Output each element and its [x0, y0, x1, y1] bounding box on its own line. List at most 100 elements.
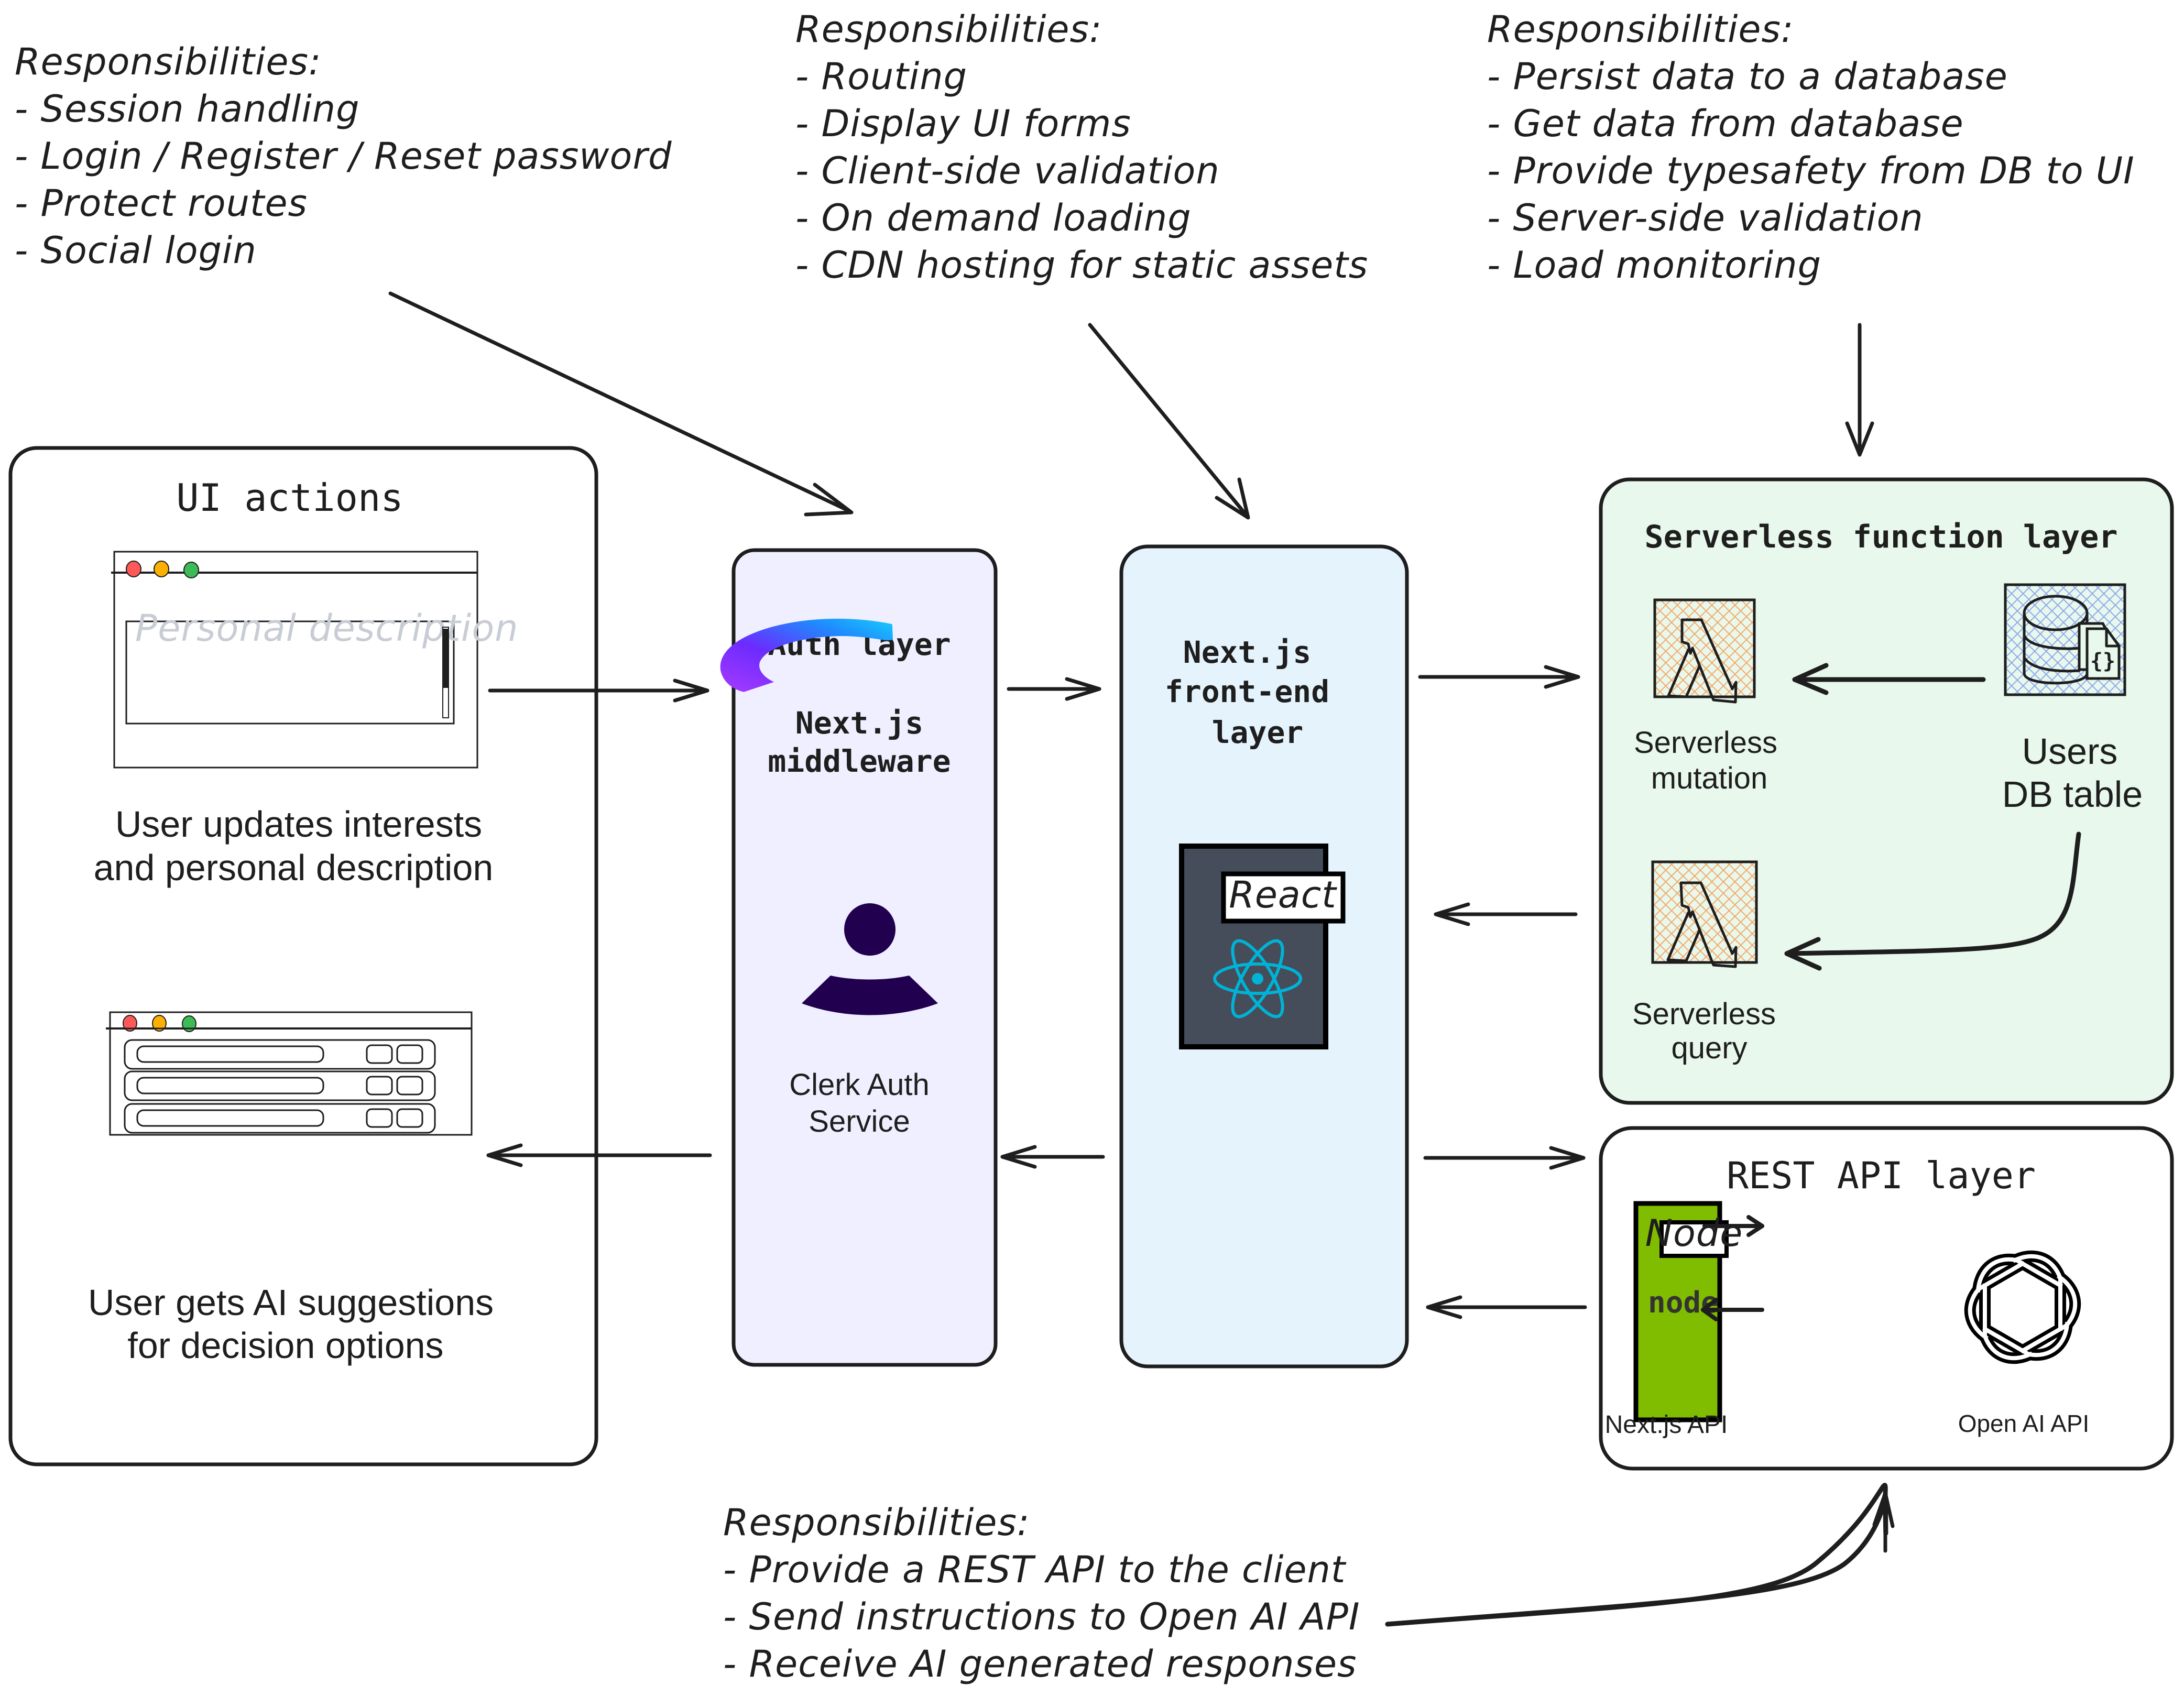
- window-close-dot: [126, 561, 141, 577]
- note-item: - On demand loading: [795, 196, 1192, 239]
- serverless-mutation-node: Serverless mutation: [1634, 598, 1777, 795]
- note-auth-responsibilities: Responsibilities: - Session handling - L…: [15, 40, 672, 272]
- arrow-db-to-query: [1784, 831, 2081, 971]
- panel-title: Next.js: [1183, 634, 1311, 670]
- suggestion-row[interactable]: [124, 1039, 436, 1070]
- node-label: Users: [2022, 731, 2118, 772]
- arrow-auth-to-ui: [486, 1143, 712, 1167]
- node-label: Serverless: [1632, 997, 1776, 1031]
- note-item: - Session handling: [15, 87, 360, 130]
- scrollbar-thumb[interactable]: [443, 629, 448, 688]
- note-item: - Client-side validation: [795, 149, 1220, 192]
- suggestion-action-button[interactable]: [366, 1076, 393, 1096]
- users-db-node: {} Users DB table: [2002, 583, 2143, 815]
- caption-suggestions: for decision options: [127, 1325, 443, 1366]
- arrow-frontend-to-serverless: [1418, 665, 1580, 689]
- node-label: DB table: [2002, 774, 2143, 815]
- note-item: - Social login: [15, 229, 257, 272]
- note-item: - Display UI forms: [795, 102, 1131, 145]
- book-label: Node: [1645, 1212, 1743, 1255]
- suggestion-action-button[interactable]: [396, 1044, 423, 1064]
- serverless-query-node: Serverless query: [1632, 860, 1776, 1065]
- window-close-dot: [123, 1015, 137, 1032]
- suggestion-text-field: [136, 1045, 324, 1063]
- arrow-note-to-rest: [1385, 1483, 1895, 1627]
- note-item: - Get data from database: [1487, 102, 1964, 145]
- frontend-layer-panel: Next.js front-end layer React: [1119, 544, 1409, 1368]
- arrow-openai-to-node: [1701, 1298, 1764, 1321]
- openai-logo-icon: [1964, 1250, 2081, 1364]
- note-heading: Responsibilities:: [15, 40, 322, 83]
- arrow-auth-to-frontend: [1007, 677, 1101, 701]
- note-heading: Responsibilities:: [723, 1501, 1030, 1544]
- rest-api-layer-panel: REST API layer Node node Next.js API: [1599, 1126, 2174, 1471]
- note-item: - Send instructions to Open AI API: [723, 1595, 1360, 1638]
- react-book-icon: React: [1179, 844, 1346, 1049]
- service-label: Clerk Auth: [789, 1068, 930, 1102]
- arrow-ui-to-auth: [488, 678, 709, 703]
- note-rest-responsibilities: Responsibilities: - Provide a REST API t…: [723, 1501, 1360, 1685]
- arrow-node-to-openai: [1702, 1215, 1764, 1237]
- personal-description-textarea[interactable]: Personal description: [125, 607, 519, 725]
- note-item: - CDN hosting for static assets: [795, 244, 1368, 287]
- panel-title: REST API layer: [1727, 1154, 2036, 1197]
- arrow-serverless-to-frontend: [1434, 902, 1578, 926]
- auth-layer-panel: Auth layer Next.js middleware Clerk Auth…: [720, 548, 998, 1367]
- panel-title: layer: [1212, 715, 1304, 750]
- note-heading: Responsibilities:: [795, 8, 1102, 51]
- node-label: mutation: [1651, 761, 1767, 795]
- suggestions-window: [106, 1011, 473, 1136]
- node-label: Next.js API: [1605, 1411, 1728, 1439]
- json-file-icon: {}: [2078, 622, 2121, 680]
- window-minimize-dot: [154, 561, 169, 577]
- note-heading: Responsibilities:: [1487, 8, 1794, 51]
- arrow-note-to-frontend: [1088, 323, 1250, 520]
- lambda-icon: [1667, 618, 1738, 704]
- suggestion-text-field: [136, 1109, 324, 1127]
- react-atom-icon: [1213, 939, 1302, 1019]
- panel-subtitle: middleware: [768, 743, 951, 779]
- suggestion-action-button[interactable]: [396, 1108, 423, 1128]
- arrow-db-to-mutation: [1792, 663, 1986, 695]
- arrow-note-to-auth: [388, 291, 854, 517]
- caption-update: User updates interests: [115, 804, 482, 845]
- note-item: - Receive AI generated responses: [723, 1643, 1357, 1685]
- panel-title: UI actions: [176, 476, 403, 520]
- panel-subtitle: Next.js: [795, 705, 923, 741]
- suggestion-text-field: [136, 1077, 324, 1094]
- node-label: Open AI API: [1958, 1410, 2090, 1437]
- node-label: query: [1671, 1031, 1747, 1065]
- service-label: Service: [809, 1104, 910, 1138]
- textarea-placeholder: Personal description: [135, 607, 519, 650]
- suggestion-row[interactable]: [124, 1103, 436, 1134]
- panel-title: front-end: [1165, 674, 1329, 709]
- book-label: React: [1229, 873, 1337, 916]
- note-item: - Load monitoring: [1487, 244, 1821, 287]
- note-item: - Provide typesafety from DB to UI: [1487, 149, 2135, 192]
- panel-title: Serverless function layer: [1644, 519, 2117, 555]
- lambda-icon: [1666, 881, 1738, 968]
- note-item: - Server-side validation: [1487, 196, 1924, 239]
- caption-suggestions: User gets AI suggestions: [88, 1282, 494, 1323]
- caption-update: and personal description: [94, 847, 494, 888]
- note-item: - Routing: [795, 55, 967, 98]
- window-minimize-dot: [152, 1015, 167, 1032]
- note-frontend-responsibilities: Responsibilities: - Routing - Display UI…: [795, 8, 1368, 287]
- note-item: - Login / Register / Reset password: [15, 135, 672, 178]
- clerk-logo-icon: [720, 618, 938, 1015]
- node-label: Serverless: [1634, 726, 1777, 760]
- arrow-rest-to-frontend: [1426, 1295, 1587, 1319]
- arrow-frontend-to-rest: [1423, 1146, 1586, 1170]
- arrow-note-to-serverless: [1845, 323, 1874, 457]
- note-item: - Persist data to a database: [1487, 55, 2008, 98]
- suggestion-action-button[interactable]: [396, 1076, 423, 1096]
- serverless-layer-panel: Serverless function layer Serverless mut…: [1599, 477, 2174, 1105]
- suggestion-row[interactable]: [124, 1070, 436, 1101]
- arrow-frontend-to-auth: [1000, 1145, 1105, 1169]
- suggestion-action-button[interactable]: [366, 1108, 393, 1128]
- profile-form-window: Personal description: [111, 551, 519, 769]
- suggestion-action-button[interactable]: [366, 1044, 393, 1064]
- note-item: - Provide a REST API to the client: [723, 1548, 1347, 1591]
- note-serverless-responsibilities: Responsibilities: - Persist data to a da…: [1487, 8, 2135, 287]
